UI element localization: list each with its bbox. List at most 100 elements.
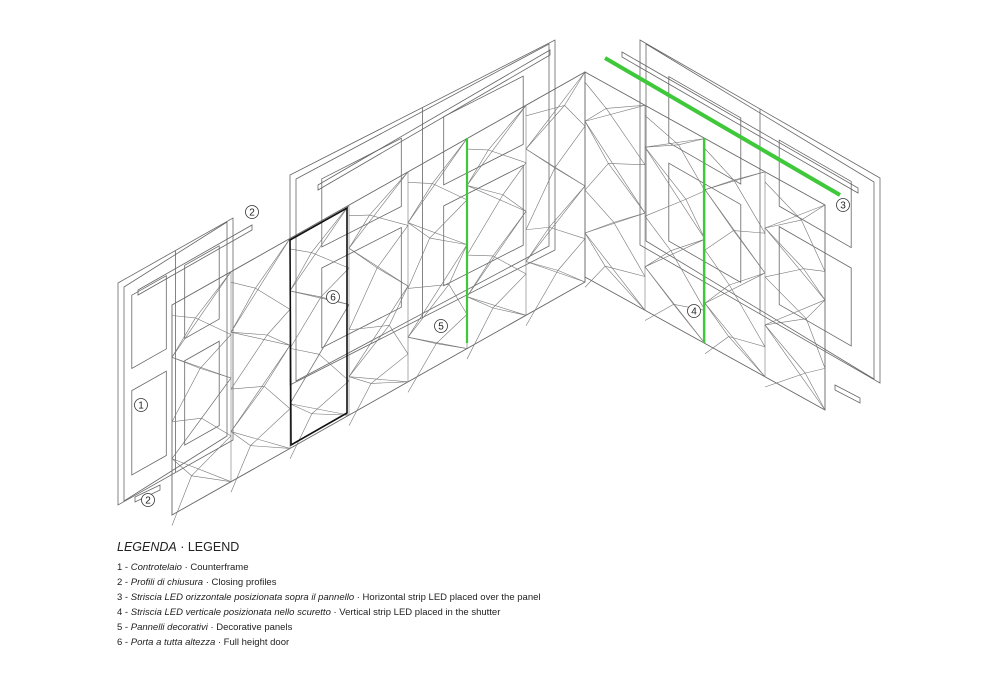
facet-edge <box>549 226 586 239</box>
facet-edge <box>728 336 766 348</box>
facet-edge <box>704 148 735 181</box>
facet-edge <box>407 237 430 289</box>
facet-edge <box>348 214 370 216</box>
callout-number-3: 3 <box>840 201 846 212</box>
facet-edge <box>432 183 468 201</box>
facet-edge <box>466 105 527 186</box>
facet-edge <box>644 198 687 217</box>
legend-text: Controtelaio <box>130 562 182 573</box>
facet-edge <box>685 190 706 200</box>
facet-edge <box>805 318 826 369</box>
legend: LEGENDA · LEGEND 1 - Controtelaio · Coun… <box>117 540 541 650</box>
facet-edge <box>230 345 291 432</box>
facet-edge <box>466 194 504 256</box>
facet-edge <box>564 71 586 106</box>
facet-edge <box>289 354 320 404</box>
facet-edge <box>644 147 687 200</box>
facet-edge <box>171 317 196 358</box>
legend-item-4: 4 - Striscia LED verticale posizionata n… <box>117 605 541 620</box>
facet-edge <box>704 272 766 304</box>
closing-profile <box>834 384 861 404</box>
legend-item-2: 2 - Profili di chiusura · Closing profil… <box>117 575 541 590</box>
facet-edge <box>320 267 350 298</box>
facet-edge <box>604 265 646 311</box>
facet-edge <box>764 276 807 319</box>
facet-edge <box>230 331 268 336</box>
facet-edge <box>230 386 265 432</box>
facet-edge <box>704 171 766 190</box>
facet-edge <box>644 238 706 268</box>
facet-edge <box>525 105 565 117</box>
facet-edge <box>557 270 586 283</box>
legend-item-3: 3 - Striscia LED orizzontale posizionata… <box>117 590 541 605</box>
facet-edge <box>764 318 807 326</box>
facet-edge <box>311 204 350 253</box>
facet-edge <box>318 304 350 355</box>
facet-edge <box>171 357 232 379</box>
facet-edge <box>764 219 802 229</box>
facet-edge <box>348 214 370 249</box>
legend-text: 5 - <box>117 622 131 633</box>
legend-title: LEGENDA · LEGEND <box>117 540 541 554</box>
facet-edge <box>670 250 706 311</box>
facet-edge <box>255 238 291 289</box>
facet-edge <box>311 380 350 414</box>
facet-edge <box>230 281 256 289</box>
facet-edge <box>407 284 449 289</box>
facet-edge <box>584 163 609 191</box>
facet-edge <box>525 226 550 231</box>
facet-edge <box>448 284 468 315</box>
facet-edge <box>644 138 706 148</box>
counterframe-left-inner <box>123 221 228 502</box>
facet-edge <box>606 108 646 165</box>
callout-number-6: 6 <box>330 293 336 304</box>
facet-edge <box>388 285 409 326</box>
facet-edge <box>488 149 527 163</box>
legend-text: Pannelli decorativi <box>130 622 208 633</box>
facet-edge <box>644 216 672 251</box>
facet-edge <box>230 238 291 333</box>
facet-edge <box>805 368 826 374</box>
facet-edge <box>525 270 559 326</box>
facet-edge <box>613 222 646 277</box>
facet-edge <box>492 255 527 275</box>
facet-edge <box>492 273 527 309</box>
callout-circle <box>434 319 448 333</box>
facet-edge <box>608 163 646 166</box>
facet-edge <box>407 222 468 245</box>
facet-edge <box>171 475 192 526</box>
facet-edge <box>348 267 378 330</box>
counterframe-left-opening <box>131 370 167 476</box>
facet-edge <box>801 219 826 272</box>
facet-edge <box>764 268 804 278</box>
legend-text: Striscia LED verticale posizionata nello… <box>130 607 334 618</box>
facet-edge <box>370 353 409 384</box>
counterframe-middle-opening <box>443 75 524 186</box>
facet-edge <box>436 314 468 344</box>
facet-edge <box>764 227 804 269</box>
facet-edge <box>171 271 232 358</box>
facet-edge <box>230 334 268 390</box>
facet-edge <box>230 386 265 390</box>
facet-edge <box>733 171 766 181</box>
facet-edge <box>525 105 565 150</box>
facet-edge <box>407 138 468 223</box>
facet-edge <box>644 144 679 148</box>
facet-edge <box>549 185 586 228</box>
facet-edge <box>584 121 609 164</box>
facet-edge <box>704 303 766 377</box>
facet-edge <box>704 249 730 286</box>
facet-edge <box>605 265 646 277</box>
counterframe-middle-inner <box>295 43 550 382</box>
facet-edge <box>764 299 826 326</box>
facet-edge <box>584 212 646 234</box>
facet-edge <box>584 232 606 267</box>
legend-text: 2 - <box>117 577 131 588</box>
facet-edge <box>670 238 706 251</box>
facet-edge <box>673 304 706 344</box>
facet-edge <box>502 162 527 195</box>
facet-edge <box>348 285 409 377</box>
facet-edge <box>311 252 350 269</box>
facet-edge <box>266 309 291 336</box>
facet-edge <box>289 252 312 292</box>
